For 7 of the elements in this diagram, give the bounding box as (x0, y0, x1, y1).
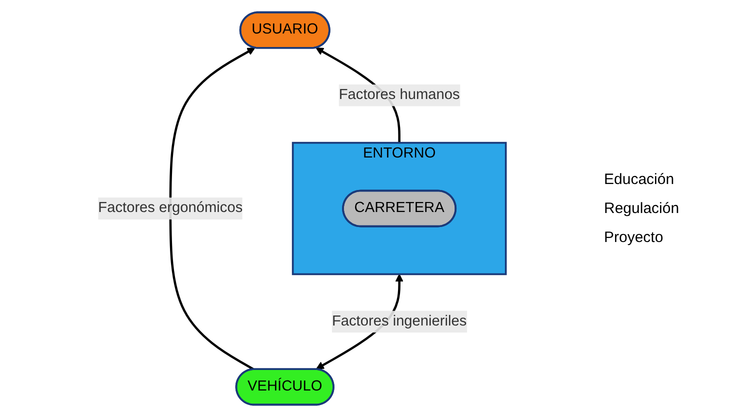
note-text: Educación (604, 171, 676, 188)
note-text: Regulación (604, 200, 680, 217)
arrow (169, 48, 256, 371)
edge-label: Factores humanos (338, 87, 460, 103)
edge-label: Factores ingenieriles (332, 313, 467, 329)
edge-label: Factores ergonómicos (98, 200, 243, 216)
note-text: Proyecto (604, 229, 664, 246)
